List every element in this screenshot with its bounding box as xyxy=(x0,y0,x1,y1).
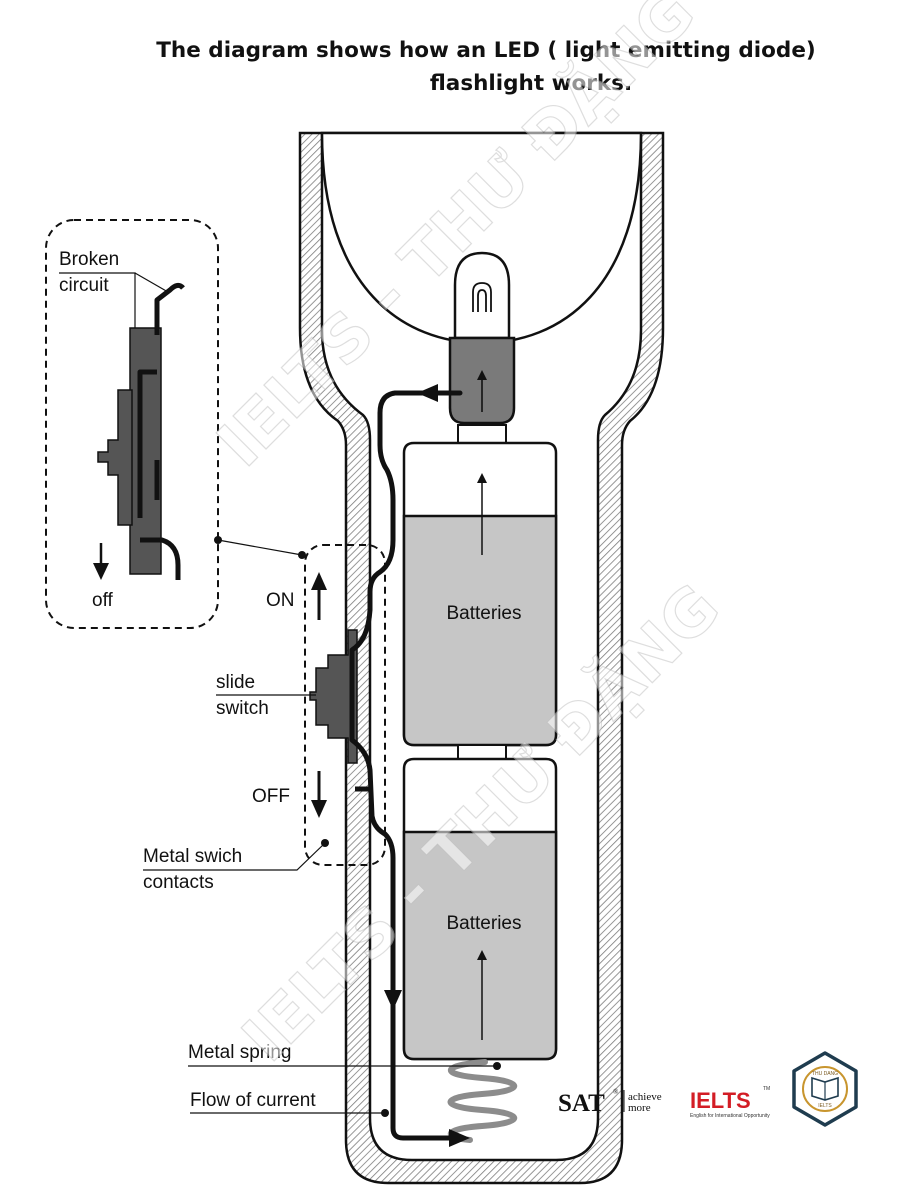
current-wire xyxy=(349,390,465,1141)
metal-switch-contacts-dot xyxy=(321,839,329,847)
ielts-logo-tm: TM xyxy=(763,1086,770,1092)
sat-logo: SAT ® achieve more xyxy=(558,1088,662,1117)
slide-switch-label-1: slide xyxy=(216,672,255,693)
thu-dang-badge: THU DANG IELTS xyxy=(792,1051,858,1127)
flow-of-current-dot xyxy=(381,1109,389,1117)
inset-connector-dot-right xyxy=(298,551,306,559)
ielts-logo: IELTS TM English for International Oppor… xyxy=(690,1086,770,1119)
diagram-title: The diagram shows how an LED ( light emi… xyxy=(0,34,912,100)
flow-of-current-label: Flow of current xyxy=(190,1090,316,1111)
off-arrow-icon xyxy=(311,800,327,818)
current-arrow-bottom xyxy=(449,1129,470,1147)
broken-circuit-inset: Broken circuit off xyxy=(45,219,219,629)
on-label: ON xyxy=(266,590,295,611)
off-small-arrow-icon xyxy=(93,563,109,580)
title-line-1: The diagram shows how an LED ( light emi… xyxy=(156,38,816,63)
off-small-label: off xyxy=(92,590,114,611)
badge-text-2: IELTS xyxy=(818,1103,832,1109)
sat-logo-achieve: achieve xyxy=(628,1091,662,1103)
battery-bottom-label: Batteries xyxy=(447,913,522,934)
slide-switch-label-2: switch xyxy=(216,698,269,719)
broken-circuit-label-2: circuit xyxy=(59,275,109,296)
sat-logo-text: SAT xyxy=(558,1090,605,1117)
ielts-logo-text: IELTS xyxy=(690,1088,751,1113)
ielts-logo-subtitle: English for International Opportunity xyxy=(690,1113,770,1119)
metal-spring-label: Metal spring xyxy=(188,1042,292,1063)
metal-switch-contacts-leader xyxy=(143,842,326,871)
battery-top: Batteries xyxy=(402,441,558,747)
current-arrow-down xyxy=(384,990,402,1010)
off-label: OFF xyxy=(252,786,290,807)
broken-circuit-label-1: Broken xyxy=(59,249,119,270)
flashlight-casing xyxy=(298,131,665,1185)
led-bulb xyxy=(448,251,516,444)
metal-spring-coil xyxy=(447,1059,518,1143)
battery-top-label: Batteries xyxy=(447,603,522,624)
sat-logo-more: more xyxy=(628,1102,651,1114)
inset-connector xyxy=(217,539,303,556)
badge-text-1: THU DANG xyxy=(812,1071,838,1077)
metal-switch-contacts-label-2: contacts xyxy=(143,872,214,893)
metal-spring-dot xyxy=(493,1062,501,1070)
on-arrow-icon xyxy=(311,572,327,590)
current-arrow-top xyxy=(417,384,438,402)
metal-switch-contacts-label-1: Metal swich xyxy=(143,846,242,867)
slide-switch xyxy=(309,629,358,764)
battery-bottom: Batteries xyxy=(402,757,558,1061)
inset-connector-dot-left xyxy=(214,536,222,544)
sat-logo-reg: ® xyxy=(613,1088,619,1096)
title-line-2: flashlight works. xyxy=(429,71,633,96)
